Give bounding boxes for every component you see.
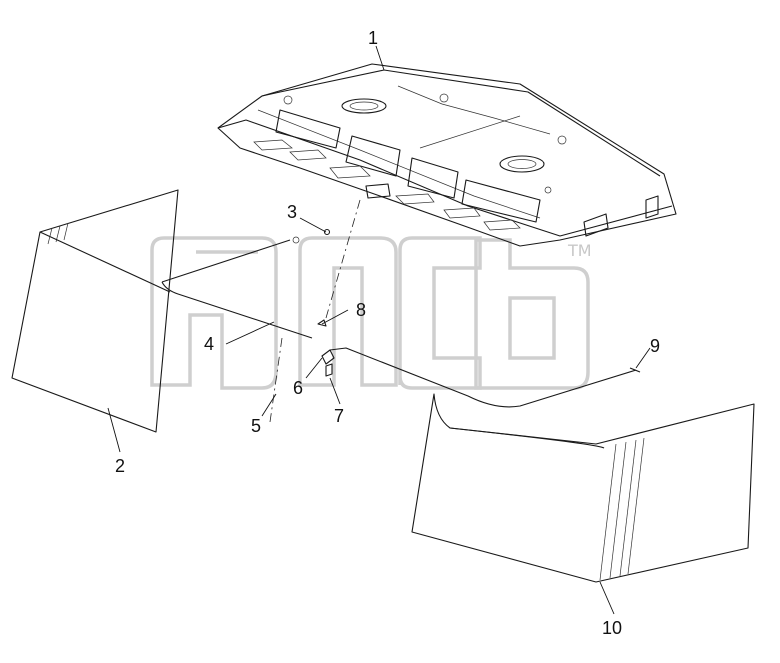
part-2-left-sheet: [11, 189, 179, 433]
callout-labels: 1 2 3 4 5 6 7 8 9 10: [115, 28, 660, 638]
callout-5: 5: [251, 416, 261, 436]
part-3-fastener: [323, 199, 361, 319]
part-5-guide-line: [269, 337, 283, 423]
part-6-bracket: [321, 349, 335, 365]
callout-10: 10: [602, 618, 622, 638]
callout-9: 9: [650, 336, 660, 356]
part-8-clip: [317, 319, 327, 327]
callout-6: 6: [293, 378, 303, 398]
part-4-seal-strip: [161, 236, 313, 339]
watermark-logo: TM: [150, 236, 592, 390]
callout-8: 8: [356, 300, 366, 320]
callout-7: 7: [334, 406, 344, 426]
part-7-screw: [325, 363, 333, 377]
callout-3: 3: [287, 202, 297, 222]
watermark-trademark: TM: [567, 241, 592, 260]
callout-1: 1: [368, 28, 378, 48]
part-10-right-sheet: [411, 393, 755, 583]
callout-4: 4: [204, 334, 214, 354]
callout-2: 2: [115, 456, 125, 476]
leader-lines: [107, 45, 651, 615]
part-1-shelf-panel: [217, 63, 677, 247]
part-9-seal-strip: [329, 347, 641, 408]
